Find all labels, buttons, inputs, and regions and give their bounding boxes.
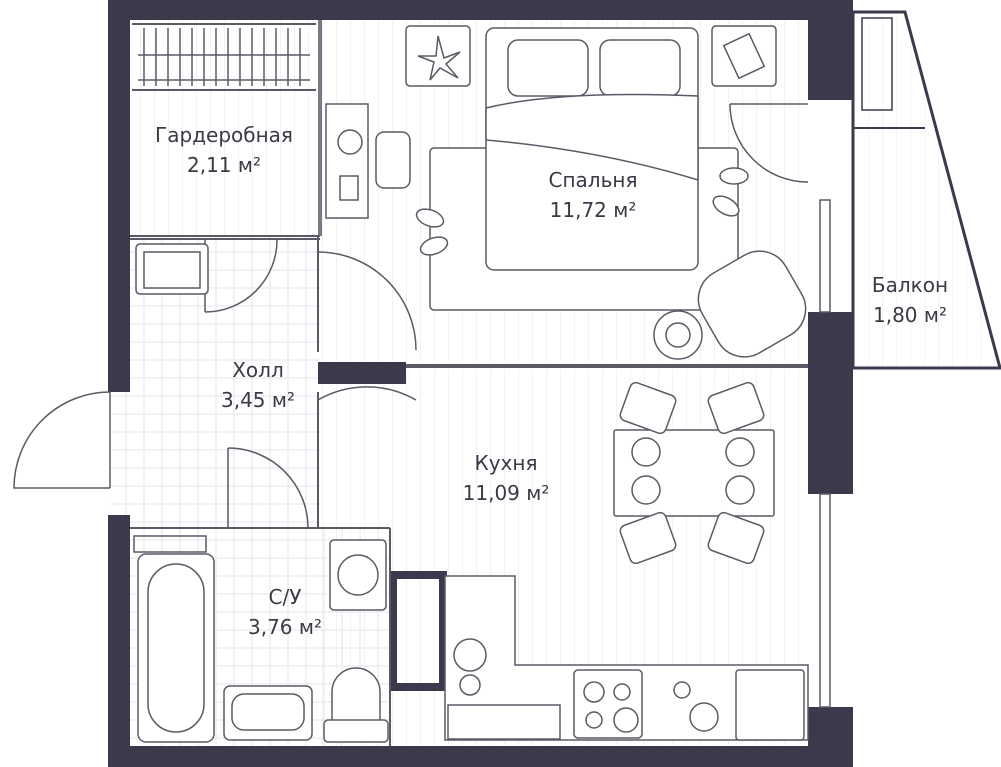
pillow-left: [507, 39, 589, 97]
door-swing-icon: [13, 391, 111, 489]
bedroom-furniture: [325, 25, 807, 360]
room-name: Гардеробная: [155, 123, 293, 147]
slippers-icon: [712, 195, 740, 217]
dining-chair-icon: [707, 511, 765, 565]
toilet-icon: [331, 667, 381, 726]
mirror-icon: [337, 129, 363, 155]
nightstand-icon: [405, 25, 471, 87]
nightstand-icon: [711, 25, 777, 87]
door-swing-icon: [227, 447, 309, 529]
room-area: 1,80 м²: [873, 303, 947, 327]
plant-icon: [417, 35, 461, 81]
room-area: 11,72 м²: [549, 198, 637, 222]
dining-chair-icon: [619, 511, 677, 565]
blanket: [485, 93, 699, 182]
door-swing-icon: [317, 386, 417, 498]
wardrobe-rail-icon: [132, 23, 316, 91]
dining-chair-icon: [707, 381, 765, 435]
wall-bottom: [108, 746, 853, 767]
wall-right-top: [808, 0, 853, 100]
sink-icon: [223, 685, 313, 741]
chair-icon: [375, 131, 411, 189]
wall-left-lower: [108, 515, 130, 767]
wardrobe-hangers: [143, 28, 301, 86]
door-swing-icon: [729, 103, 809, 183]
room-label-hall: Холл 3,45 м²: [221, 355, 295, 415]
wall-partition-bedroom-kitchen: [318, 362, 406, 384]
desk-icon: [325, 103, 369, 219]
shoe-rack-icon: [135, 243, 209, 295]
book-icon: [722, 32, 766, 80]
windows: [819, 199, 831, 708]
bathtub-icon: [137, 553, 215, 743]
shelf-icon: [133, 535, 207, 553]
room-name: С/У: [268, 585, 302, 609]
slippers-icon: [419, 236, 449, 256]
room-label-bedroom: Спальня 11,72 м²: [549, 165, 638, 225]
kettle-icon: [689, 702, 719, 732]
room-name: Холл: [232, 358, 284, 382]
hall-furniture: [135, 243, 209, 295]
slippers-icon: [415, 208, 445, 228]
armchair-icon: [697, 250, 807, 358]
room-label-kitchen: Кухня 11,09 м²: [463, 448, 550, 508]
washing-machine-icon: [329, 539, 387, 611]
wall-top: [108, 0, 853, 20]
wall-right-mid: [808, 312, 853, 494]
side-table-icon: [653, 310, 703, 360]
dish-rack-icon: [447, 704, 561, 740]
fridge-icon: [735, 669, 805, 741]
balcony: [851, 10, 1001, 370]
sink-icon: [453, 638, 487, 672]
room-area: 3,76 м²: [248, 615, 322, 639]
dining-chair-icon: [619, 381, 677, 435]
room-name: Балкон: [871, 273, 949, 297]
door-swing-icon: [317, 251, 417, 351]
walls: [108, 0, 853, 767]
wall-left-upper: [108, 0, 130, 392]
kitchen-counter-icon: [444, 575, 809, 741]
room-area: 3,45 м²: [221, 388, 295, 412]
pillow-right: [599, 39, 681, 97]
keyboard-icon: [339, 175, 359, 201]
bathroom-furniture: [133, 535, 389, 743]
room-area: 2,11 м²: [186, 153, 261, 177]
room-area: 11,09 м²: [462, 481, 550, 505]
wall-right-bottom: [808, 707, 853, 767]
room-name: Спальня: [548, 168, 638, 192]
slippers-icon: [719, 167, 749, 185]
room-label-wardrobe: Гардеробная 2,11 м²: [155, 120, 293, 180]
room-label-bathroom: С/У 3,76 м²: [248, 582, 322, 642]
wall-kitchen-block: [389, 571, 447, 691]
room-label-balcony: Балкон 1,80 м²: [872, 270, 948, 330]
kitchen-furniture: [444, 381, 809, 741]
room-name: Кухня: [474, 451, 538, 475]
